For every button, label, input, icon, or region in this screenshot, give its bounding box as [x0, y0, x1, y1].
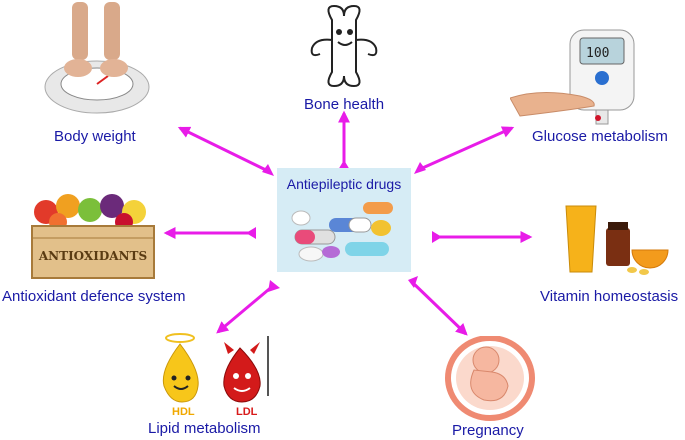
center-box: Antiepileptic drugs [277, 168, 411, 272]
label-bone-health: Bone health [304, 96, 385, 113]
glucometer-icon: 100 [510, 29, 635, 125]
hdl-ldl-icon [162, 333, 269, 403]
vitamin-icon [565, 205, 669, 275]
scale-icon [44, 2, 150, 114]
pills-icon [291, 202, 393, 262]
ldl-label: LDL [236, 406, 258, 418]
arrow-tail-pregnancy [408, 276, 418, 288]
hdl-label: HDL [172, 406, 195, 418]
label-body-weight: Body weight [54, 128, 136, 145]
arrow-tail-vitamin [432, 231, 442, 243]
arrow-to-pregnancy [410, 280, 468, 336]
center-title: Antiepileptic drugs [286, 176, 402, 192]
arrow-tail-glucose [414, 162, 426, 174]
glucometer-reading: 100 [586, 46, 609, 61]
arrow-tail-lipid [268, 280, 280, 292]
label-vitamin-homeostasis: Vitamin homeostasis [540, 288, 679, 305]
crate-label: ANTIOXIDANTS [38, 249, 147, 263]
arrow-tail-antiox [246, 227, 256, 239]
label-glucose-metabolism: Glucose metabolism [532, 128, 668, 145]
label-antioxidant-defence: Antioxidant defence system [2, 288, 186, 305]
arrow-to-lipid [216, 283, 275, 334]
arrow-to-glucose [417, 126, 515, 172]
bone-icon [310, 4, 378, 88]
fetus-icon [445, 336, 535, 421]
arrow-tail-body [262, 164, 274, 176]
arrow-tail-bone [338, 160, 350, 170]
label-lipid-metabolism: Lipid metabolism [148, 420, 261, 437]
fruit-crate-icon: ANTIOXIDANTS [31, 194, 155, 279]
label-pregnancy: Pregnancy [452, 422, 524, 439]
arrow-to-body-weight [177, 126, 271, 174]
